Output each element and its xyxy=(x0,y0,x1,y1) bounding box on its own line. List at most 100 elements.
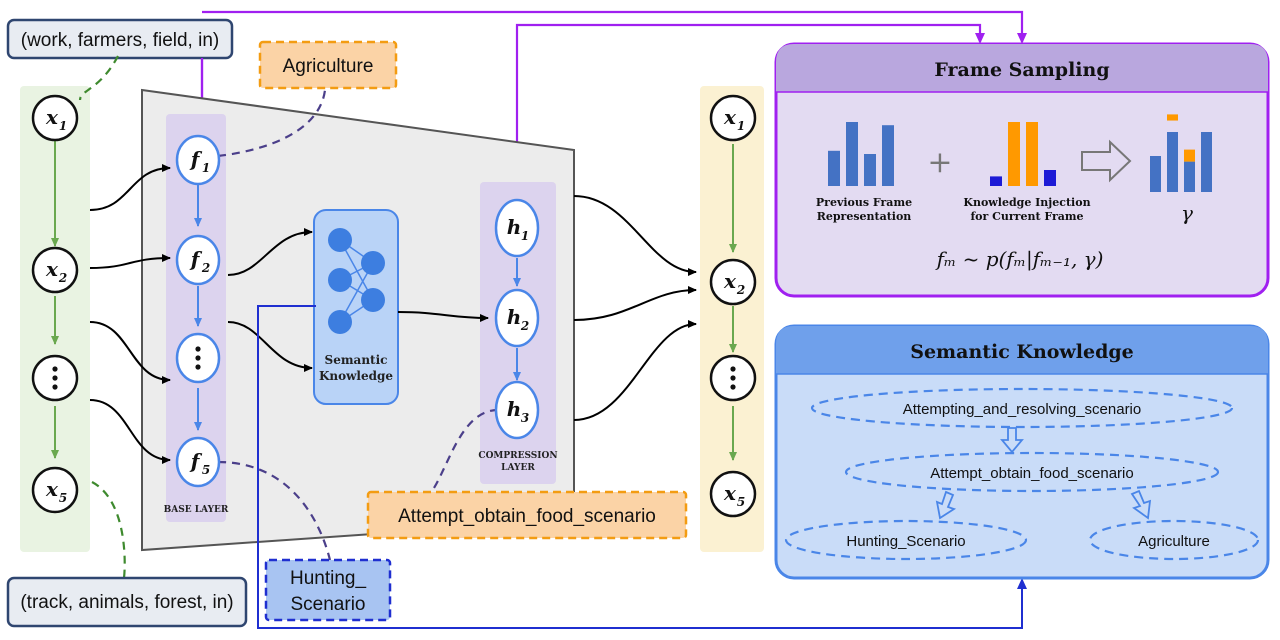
hunting-tag-text-2: Scenario xyxy=(291,594,366,615)
output-node-3 xyxy=(709,354,757,402)
inj-label-1: Knowledge Injection xyxy=(963,196,1090,209)
agriculture-tag: Agriculture xyxy=(258,40,398,90)
black-connectors xyxy=(89,164,697,464)
tuple-bottom-text: (track, animals, forest, in) xyxy=(20,592,233,613)
output-node-label-4: x xyxy=(723,481,737,505)
sampling-formula: fₘ ~ p(fₘ|fₘ₋₁, γ) xyxy=(935,247,1104,272)
base-node-sub-1: 1 xyxy=(202,161,210,175)
prev-bar xyxy=(882,125,894,186)
plus-sign: + xyxy=(927,145,952,180)
base-node-3 xyxy=(175,332,221,384)
agriculture-tag-text: Agriculture xyxy=(283,56,374,77)
navy-connector xyxy=(257,305,1027,629)
compression-layer-label-1: COMPRESSION xyxy=(478,451,557,461)
frame-sampling-title: Frame Sampling xyxy=(934,59,1109,81)
frame-sampling-panel: Frame Sampling + Previous Frame Represen… xyxy=(774,42,1270,298)
base-node-label-1: f xyxy=(189,147,203,171)
ellipsis-dot xyxy=(195,364,201,370)
kg-node-agriculture xyxy=(1088,519,1260,561)
injection-bar-base xyxy=(1044,170,1056,186)
kg-arrow-2 xyxy=(935,490,957,520)
ellipsis-dot xyxy=(195,355,201,361)
gamma-bar xyxy=(1201,132,1212,192)
network-icon xyxy=(328,228,385,334)
base-node-sub-4: 5 xyxy=(202,463,210,477)
compression-node-sub-2: 2 xyxy=(520,319,529,333)
hunting-scenario-tag: Hunting_ Scenario xyxy=(264,558,392,622)
compression-node-label-2: h xyxy=(507,305,522,329)
kg-text-hunting: Hunting_Scenario xyxy=(846,533,965,550)
compression-node-label-1: h xyxy=(507,215,522,239)
prev-label-2: Representation xyxy=(817,210,912,223)
ellipsis-dot xyxy=(52,375,58,381)
output-node-label-2: x xyxy=(723,269,737,293)
input-node-label-4: x xyxy=(45,477,59,501)
input-node-3 xyxy=(31,354,79,402)
input-node-label-1: x xyxy=(45,105,59,129)
base-node-label-4: f xyxy=(189,449,203,473)
injection-bar-knowledge xyxy=(1008,122,1020,186)
attempt-tag-text: Attempt_obtain_food_scenario xyxy=(398,506,656,527)
prev-bar xyxy=(846,122,858,186)
kg-text-root: Attempting_and_resolving_scenario xyxy=(903,401,1141,418)
gamma-bars xyxy=(1150,114,1212,192)
ellipsis-dot xyxy=(195,346,201,352)
gamma-bar xyxy=(1184,161,1195,192)
input-node-sub-4: 5 xyxy=(59,491,67,505)
kg-text-agriculture: Agriculture xyxy=(1138,533,1210,550)
base-layer-label: BASE LAYER xyxy=(164,505,229,515)
input-node-label-2: x xyxy=(45,257,59,281)
base-node-label-2: f xyxy=(189,247,203,271)
prev-bar xyxy=(864,154,876,186)
kg-arrow-3 xyxy=(1130,489,1152,520)
input-node-sub-2: 2 xyxy=(58,271,67,285)
compression-layer-label-2: LAYER xyxy=(501,463,535,473)
prev-label-1: Previous Frame xyxy=(816,196,912,209)
prev-bar xyxy=(828,150,840,186)
kg-node-hunting xyxy=(784,519,1028,561)
injection-bar-base xyxy=(990,176,1002,186)
output-node-sub-2: 2 xyxy=(736,283,745,297)
inj-label-2: for Current Frame xyxy=(970,210,1083,223)
injection-bar-knowledge xyxy=(1026,122,1038,186)
compression-node-label-3: h xyxy=(507,397,522,421)
gamma-bar-injection xyxy=(1184,149,1195,162)
injection-bars xyxy=(990,122,1056,186)
kg-text-attempt: Attempt_obtain_food_scenario xyxy=(930,465,1133,482)
gamma-bar xyxy=(1150,156,1161,192)
kg-arrow-1 xyxy=(1000,427,1024,454)
tuple-top-text: (work, farmers, field, in) xyxy=(21,30,219,51)
ellipsis-dot xyxy=(730,375,736,381)
gamma-bar-injection xyxy=(1167,114,1178,121)
ellipsis-dot xyxy=(730,384,736,390)
semantic-module-label-1: Semantic xyxy=(325,353,388,367)
compression-node-sub-1: 1 xyxy=(521,229,529,243)
output-node-label-1: x xyxy=(723,105,737,129)
kg-node-attempt xyxy=(844,451,1220,493)
semantic-module: Semantic Knowledge xyxy=(313,209,399,405)
ellipsis-dot xyxy=(52,384,58,390)
ellipsis-dot xyxy=(730,366,736,372)
previous-frame-bars xyxy=(828,122,894,186)
compression-node-sub-3: 3 xyxy=(521,411,529,425)
gamma-label: γ xyxy=(1181,201,1193,225)
semantic-knowledge-panel: Semantic Knowledge Attempting_and_resolv… xyxy=(774,324,1270,580)
base-node-sub-2: 2 xyxy=(201,261,210,275)
tuple-bottom-box: (track, animals, forest, in) xyxy=(6,576,248,628)
dashed-links xyxy=(78,55,499,579)
input-node-sub-1: 1 xyxy=(59,119,67,133)
kg-node-root xyxy=(810,387,1234,429)
